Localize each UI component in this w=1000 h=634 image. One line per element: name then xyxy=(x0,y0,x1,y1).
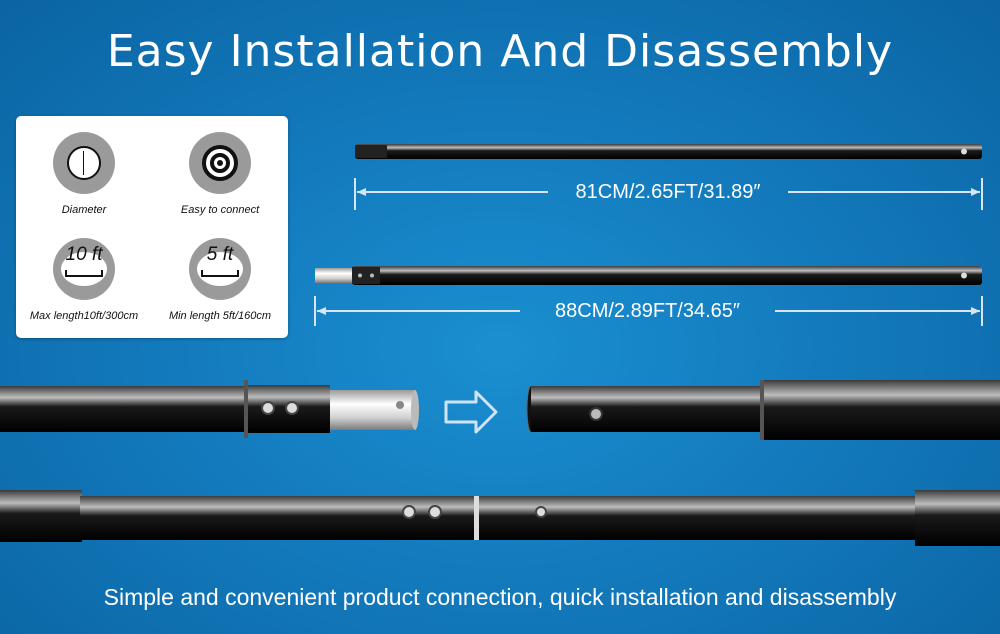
page-title: Easy Installation And Disassembly xyxy=(106,26,894,77)
footer-caption: Simple and convenient product connection… xyxy=(103,584,897,610)
long-pole xyxy=(315,266,982,285)
short-pole-dimension-line xyxy=(354,178,983,210)
short-pole xyxy=(355,144,982,159)
connector-pole-right xyxy=(526,380,1000,440)
spec-min-length-label: Min length 5ft/160cm xyxy=(168,310,272,322)
min-length-icon: 5 ft xyxy=(189,238,251,300)
spec-diameter: Diameter xyxy=(16,132,152,216)
spec-min-length: 5 ft Min length 5ft/160cm xyxy=(152,238,288,322)
spec-max-length-label: Max length10ft/300cm xyxy=(29,310,139,322)
long-pole-dimension-line xyxy=(314,296,983,326)
spec-connect: Easy to connect xyxy=(152,132,288,216)
min-length-icon-text: 5 ft xyxy=(206,244,234,265)
diameter-icon xyxy=(53,132,115,194)
max-length-icon: 10 ft xyxy=(53,238,115,300)
connect-rings-icon xyxy=(189,132,251,194)
connector-pole-left xyxy=(0,380,419,438)
assembled-pole xyxy=(0,490,1000,546)
long-pole-dimension: 88CM/2.89FT/34.65″ xyxy=(555,300,740,322)
spec-diameter-label: Diameter xyxy=(61,204,107,216)
spec-card: Diameter Easy to connect 10 ft Max lengt… xyxy=(16,116,288,338)
max-length-icon-text: 10 ft xyxy=(65,244,103,265)
spec-max-length: 10 ft Max length10ft/300cm xyxy=(16,238,152,322)
spec-connect-label: Easy to connect xyxy=(180,204,260,216)
short-pole-dimension: 81CM/2.65FT/31.89″ xyxy=(575,181,761,203)
arrow-right-icon xyxy=(444,390,498,434)
